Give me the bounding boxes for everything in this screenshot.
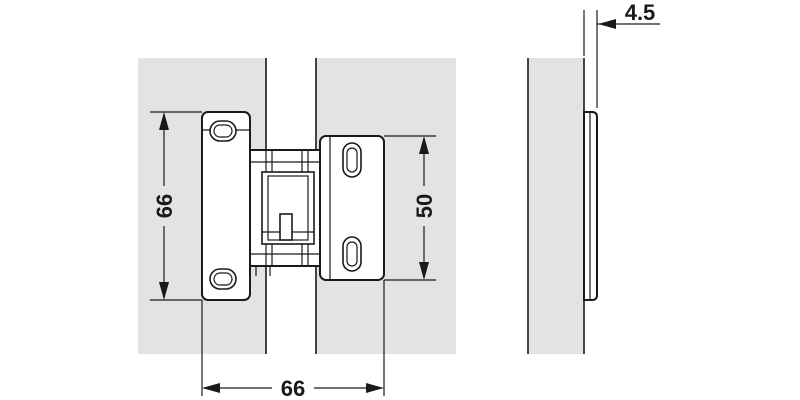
right-hinge-leaf [319,135,385,281]
hinge-knuckle [245,149,321,276]
side-offset-label: 4.5 [625,0,656,25]
side-view [527,58,598,354]
left-height-label: 66 [152,194,177,218]
side-panel [528,58,584,354]
dimension-right-height: 50 [384,135,437,281]
overall-width-label: 66 [281,376,305,400]
right-height-label: 50 [412,194,437,218]
left-hinge-leaf [201,111,251,301]
dimension-left-height: 66 [150,111,202,301]
dimension-side-offset: 4.5 [583,0,660,108]
dimension-overall-width: 66 [201,280,385,400]
front-view [138,58,456,354]
